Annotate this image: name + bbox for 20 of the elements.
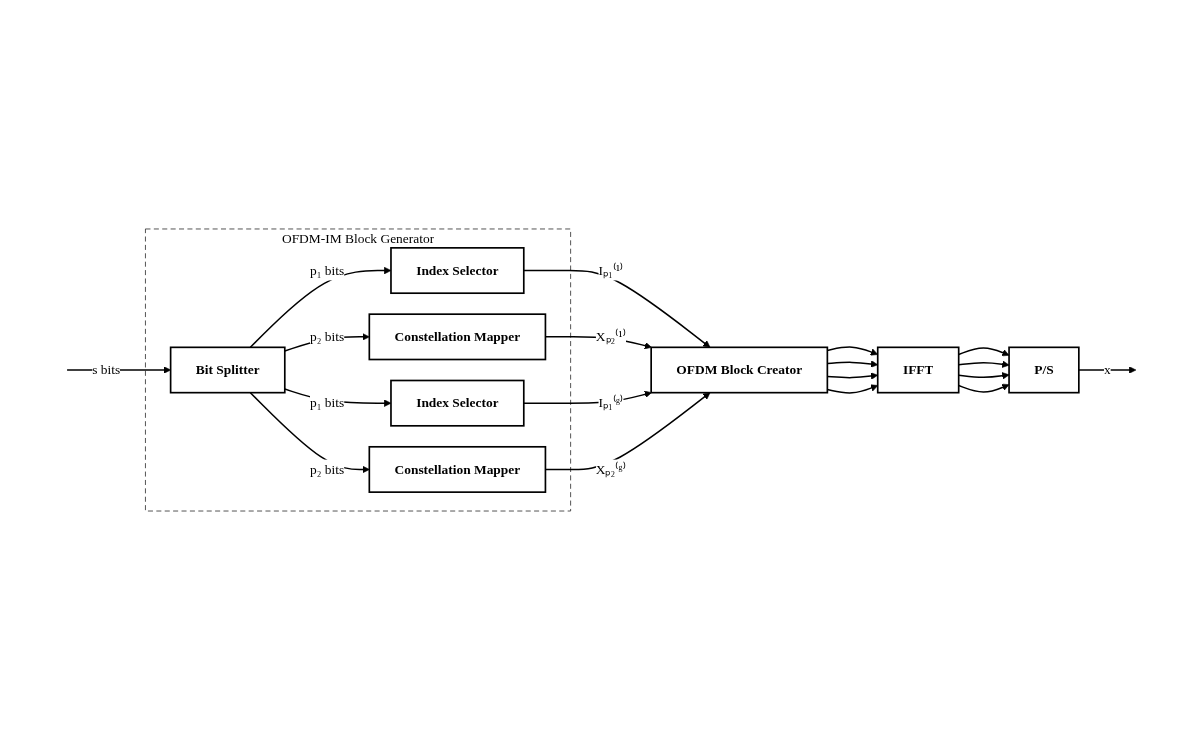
edge-label: p₁ bits — [309, 395, 345, 410]
edge-label: p₂ bits — [309, 329, 345, 344]
node-box: Bit Splitter — [169, 346, 286, 394]
arrow — [1078, 366, 1137, 374]
node-box: Index Selector — [390, 247, 525, 295]
arrow — [249, 391, 370, 474]
edge-label: p₂ bits — [309, 461, 345, 477]
edge-label: Xₚ₂⁽¹⁾ — [595, 329, 626, 344]
node-box: Constellation Mapper — [368, 445, 547, 493]
node-box: Index Selector — [390, 379, 525, 427]
edge-label: Iₚ₁⁽ᵍ⁾ — [598, 395, 624, 410]
node-box: OFDM Block Creator — [650, 346, 829, 394]
edge-label: p₁ bits — [309, 262, 345, 278]
edge-label: Xₚ₂⁽ᵍ⁾ — [595, 461, 626, 477]
node-box: IFFT — [876, 346, 960, 394]
edge-label: x — [1104, 362, 1111, 377]
edge-label: Iₚ₁⁽¹⁾ — [598, 262, 624, 278]
edge-label: s bits — [92, 362, 121, 377]
node-box: Constellation Mapper — [368, 313, 547, 361]
node-box: P/S — [1008, 346, 1080, 394]
